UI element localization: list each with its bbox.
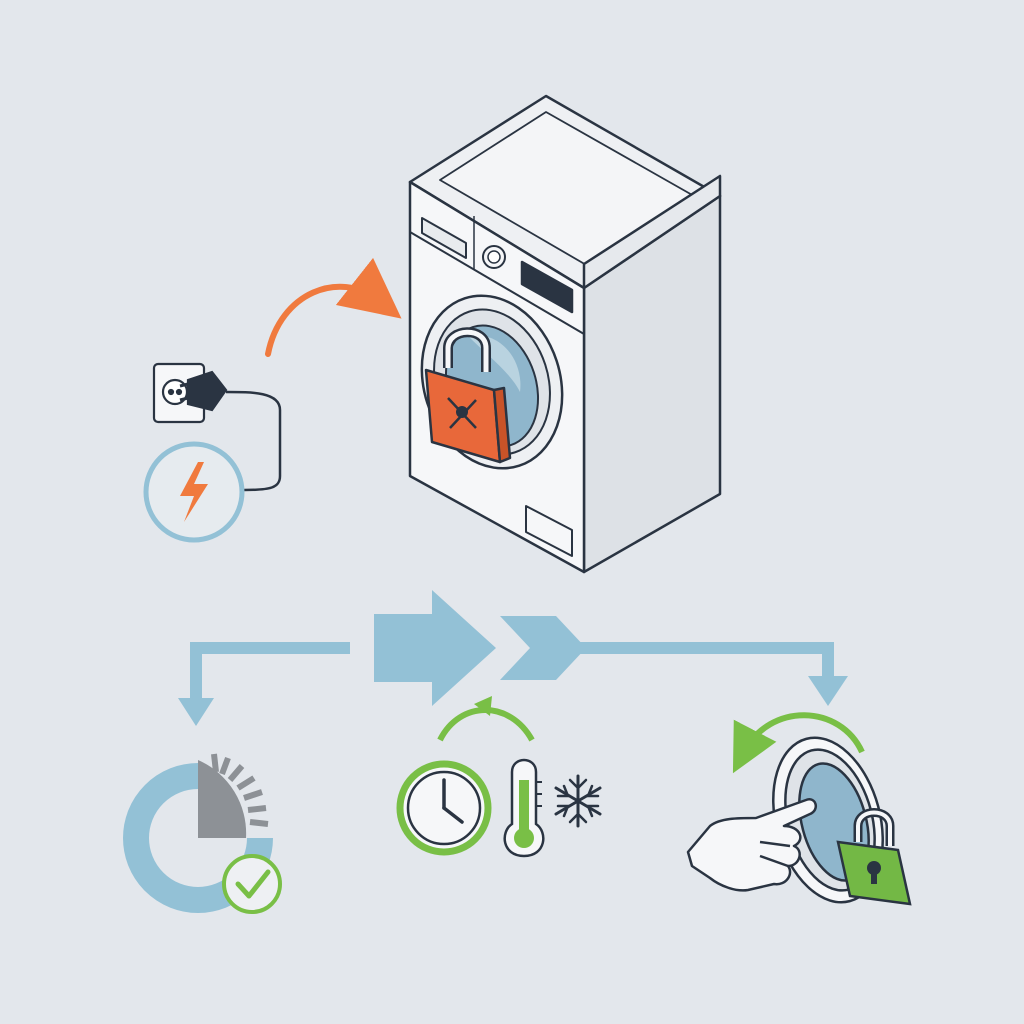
arrow-icon [178,698,214,726]
arrow-icon [437,707,535,742]
process-flow [178,590,848,726]
arrow-icon [732,712,865,774]
step-wait-time-temperature [396,696,602,858]
flow-line-right [578,642,834,680]
step-door-unlock [686,712,912,906]
hand-pointer-icon [686,798,818,892]
arrow-icon [265,257,402,357]
snowflake-icon [554,774,602,828]
display-panel [520,260,574,314]
flow-line-left [190,642,350,700]
arrow-icon [808,676,848,706]
detergent-drawer [421,217,467,259]
padlock-locked-icon [424,327,512,464]
double-chevron-icon [500,616,586,680]
step-cycle-complete [123,753,282,914]
washing-machine-icon [408,94,722,574]
filter-hatch [525,505,573,557]
clock-icon [396,760,492,856]
power-connection [143,257,402,543]
arrow-icon [374,590,496,706]
power-plug-icon [179,370,282,492]
checkmark-icon [222,854,282,914]
thermometer-icon [503,758,545,858]
padlock-icon [836,808,912,906]
lightning-bolt-icon [180,462,208,522]
